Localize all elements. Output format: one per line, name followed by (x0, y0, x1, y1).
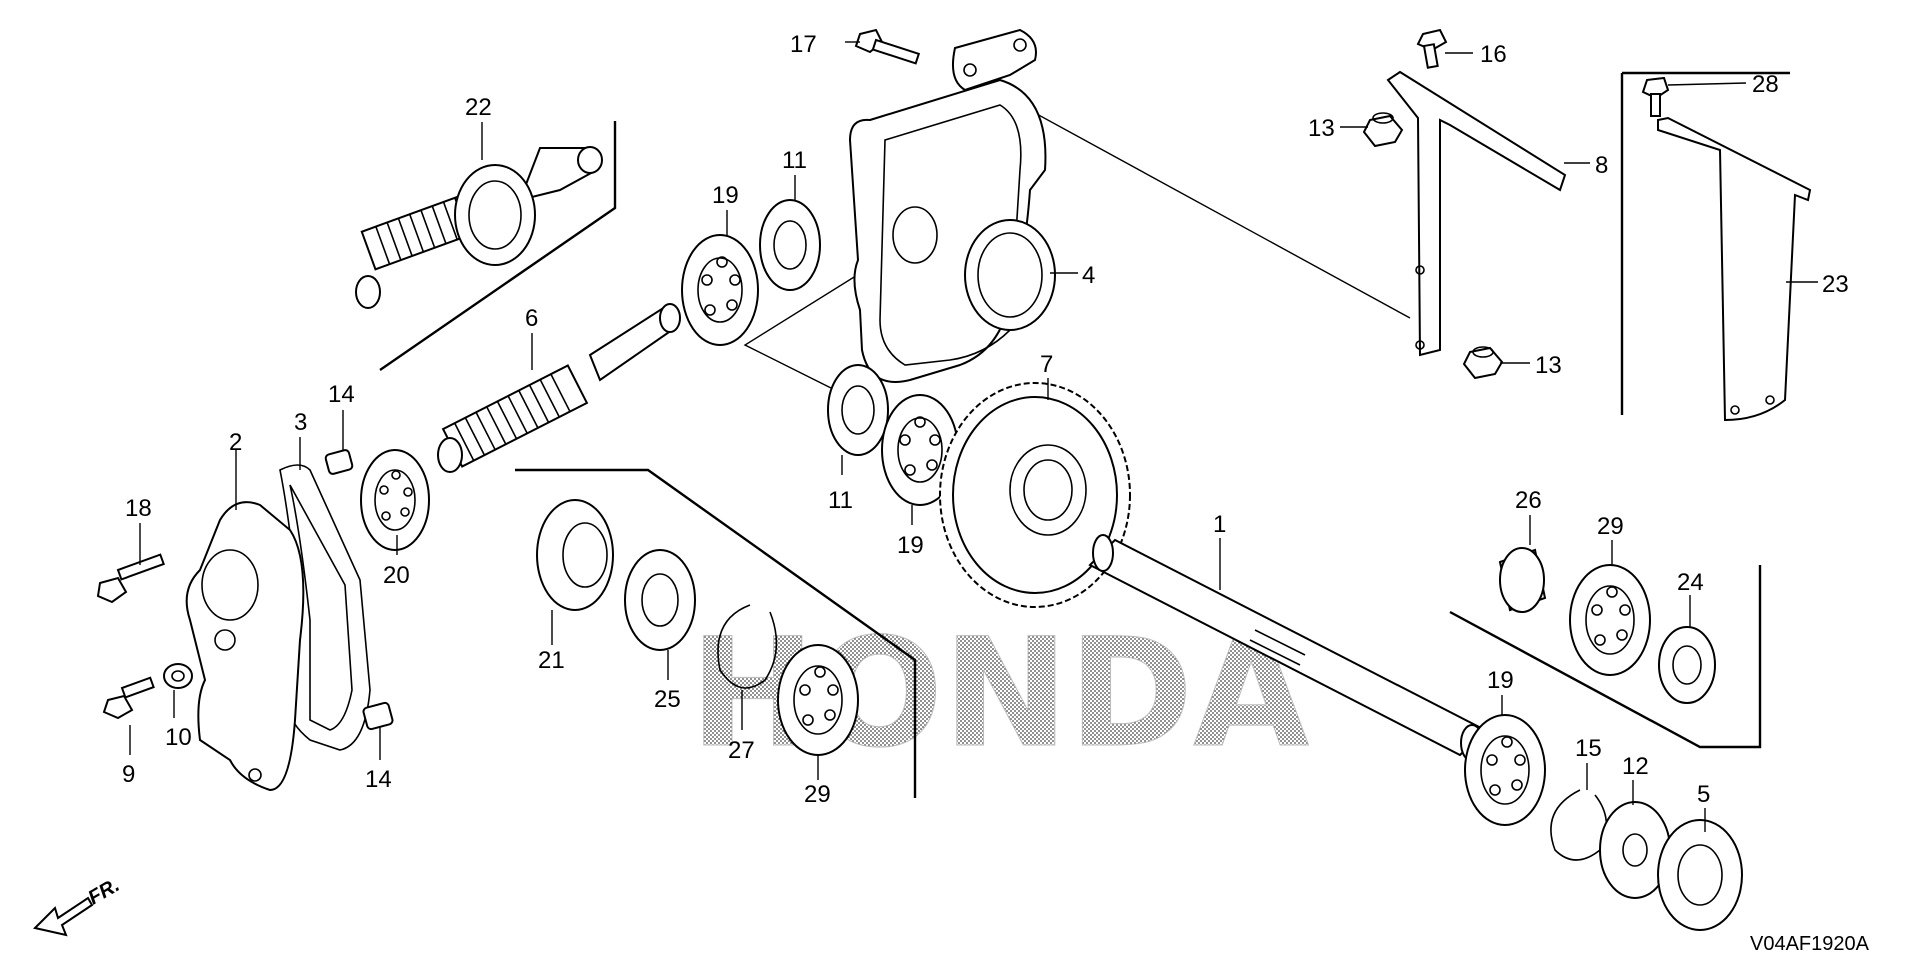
part-5-seal (1657, 819, 1743, 931)
callout-labels: 22 17 16 28 13 8 4 23 13 11 19 6 7 11 19… (122, 31, 1849, 808)
part-10-washer (163, 663, 193, 689)
watermark-text: HONDA (690, 607, 1309, 781)
front-direction-arrow: FR. (33, 874, 123, 937)
callout-12: 12 (1622, 753, 1649, 780)
callout-5: 5 (1697, 781, 1710, 808)
part-16-bolt (1416, 28, 1448, 69)
part-19-bearing-lower (1464, 714, 1546, 826)
part-17-bolt (854, 28, 921, 65)
part-26-collar (1498, 547, 1547, 613)
part-22-worm-shaft (355, 146, 603, 309)
callout-17: 17 (790, 31, 817, 58)
callout-16: 16 (1480, 41, 1507, 68)
part-6-worm-shaft (437, 303, 681, 473)
callout-14-upper: 14 (328, 381, 355, 408)
part-18-bolt (96, 553, 165, 604)
callout-7: 7 (1040, 351, 1053, 378)
callout-21: 21 (538, 647, 565, 674)
callout-19-upper: 19 (712, 182, 739, 209)
callout-18: 18 (125, 495, 152, 522)
callout-19-middle: 19 (897, 532, 924, 559)
group-brackets (379, 71, 1790, 798)
part-8-plate (1386, 70, 1567, 357)
part-2-cover (185, 501, 305, 792)
part-9-bolt (102, 676, 155, 720)
callout-6: 6 (525, 305, 538, 332)
callout-25: 25 (654, 686, 681, 713)
part-29-bearing-right (1569, 564, 1651, 676)
part-14-pin-upper (324, 449, 354, 475)
callout-29-middle: 29 (804, 781, 831, 808)
callout-24: 24 (1677, 569, 1704, 596)
part-13-nut-lower (1462, 346, 1504, 380)
callout-28: 28 (1752, 71, 1779, 98)
callout-27: 27 (728, 737, 755, 764)
callout-13-lower: 13 (1535, 352, 1562, 379)
part-11-seal-upper (759, 199, 821, 291)
callout-4: 4 (1082, 262, 1095, 289)
part-7-gear (939, 382, 1131, 608)
callout-1: 1 (1213, 511, 1226, 538)
callout-3: 3 (294, 409, 307, 436)
callout-19-lower: 19 (1487, 667, 1514, 694)
callout-2: 2 (229, 429, 242, 456)
part-11-seal-lower (827, 364, 889, 456)
label-leaders (129, 41, 1818, 832)
part-15-snap-ring (1550, 789, 1608, 861)
callout-22: 22 (465, 94, 492, 121)
part-28-bolt (1641, 76, 1670, 117)
callout-20: 20 (383, 562, 410, 589)
callout-10: 10 (165, 724, 192, 751)
part-24-seal (1658, 626, 1716, 704)
callout-15: 15 (1575, 735, 1602, 762)
callout-29-right: 29 (1597, 513, 1624, 540)
callout-11-upper: 11 (782, 147, 807, 174)
part-4-gear-case (848, 28, 1056, 383)
part-27-snap-ring (717, 604, 778, 689)
part-19-bearing-upper (681, 234, 759, 346)
part-23-bracket (1657, 116, 1812, 422)
part-21-retainer (536, 499, 614, 611)
callout-14-lower: 14 (365, 766, 392, 793)
callout-11-lower: 11 (828, 487, 853, 514)
diagram-code: V04AF1920A (1750, 933, 1870, 955)
part-13-nut-upper (1362, 112, 1404, 148)
callout-13-upper: 13 (1308, 115, 1335, 142)
part-29-bearing-middle (777, 644, 859, 756)
callout-26: 26 (1515, 487, 1542, 514)
callout-8: 8 (1595, 152, 1608, 179)
part-20-bearing (360, 449, 430, 551)
callout-9: 9 (122, 761, 135, 788)
callout-23: 23 (1822, 271, 1849, 298)
part-25-seal (624, 549, 696, 651)
part-14-pin-lower (362, 701, 394, 731)
